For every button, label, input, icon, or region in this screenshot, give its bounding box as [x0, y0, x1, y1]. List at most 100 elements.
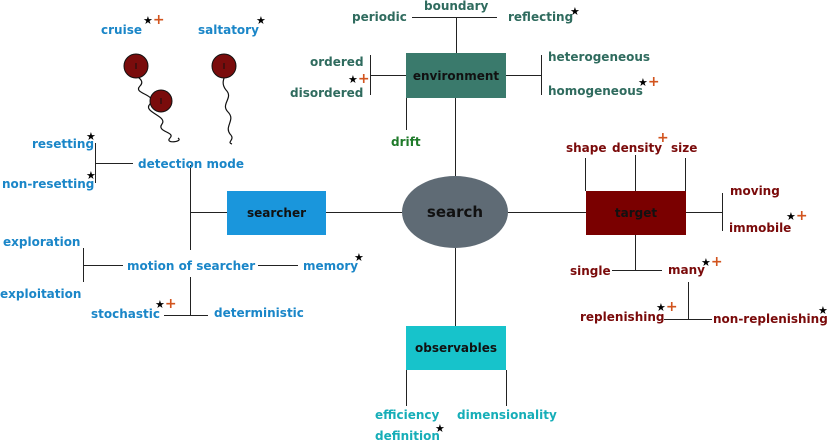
- searcher-trunk: [190, 190, 191, 250]
- connector-replenishing: [688, 282, 689, 320]
- immobile-markers: ★+: [786, 209, 808, 223]
- replenishing-label: replenishing: [580, 310, 665, 324]
- number-bar: [612, 270, 662, 271]
- environment-box: environment: [406, 53, 506, 98]
- density-markers: +: [657, 130, 669, 146]
- moving-label: moving: [730, 184, 780, 198]
- plus-icon: +: [164, 296, 177, 312]
- efficiency-label: efficiency: [375, 408, 440, 422]
- ordered-label: ordered: [310, 55, 364, 69]
- non-resetting-markers: ★: [86, 169, 96, 182]
- plus-icon: +: [710, 254, 723, 270]
- stochastic-label: stochastic: [91, 307, 160, 321]
- saltatory-trajectory: [222, 65, 233, 145]
- stochastic-markers: ★+: [155, 296, 177, 312]
- target-label: target: [614, 206, 658, 220]
- star-icon: ★: [786, 210, 796, 223]
- star-icon: ★: [155, 298, 165, 311]
- connector-mobility: [686, 212, 722, 213]
- observables-left-line: [406, 370, 407, 406]
- cruise-markers: ★+: [143, 12, 165, 28]
- dimensionality-label: dimensionality: [457, 408, 557, 422]
- periodic-label: periodic: [352, 10, 407, 24]
- star-icon: ★: [86, 169, 96, 182]
- homogeneity-bar: [541, 55, 542, 95]
- plus-icon: +: [357, 71, 370, 87]
- resetting-label: resetting: [32, 137, 95, 151]
- detection-mode-label: detection mode: [138, 157, 245, 171]
- star-icon: ★: [143, 14, 153, 27]
- connector-order: [370, 75, 406, 76]
- observables-right-line: [506, 370, 507, 406]
- replenishing-bar: [664, 319, 712, 320]
- reflecting-markers: ★: [570, 5, 580, 18]
- connector-searcher-box: [190, 212, 227, 213]
- stochastic-bar: [164, 315, 208, 316]
- saltatory-markers: ★: [256, 14, 266, 27]
- density-label: density: [612, 141, 663, 155]
- detection-bar: [95, 143, 96, 183]
- star-icon: ★: [818, 304, 828, 317]
- connector-drift: [406, 98, 407, 130]
- non-replenishing-label: non-replenishing: [713, 312, 828, 326]
- star-icon: ★: [701, 256, 711, 269]
- non-resetting-label: non-resetting: [2, 177, 95, 191]
- motion-of-searcher-label: motion of searcher: [127, 259, 256, 273]
- heterogeneous-label: heterogeneous: [548, 50, 651, 64]
- mobility-bar: [722, 193, 723, 231]
- observables-box: observables: [406, 326, 506, 370]
- connector-environment-boundary: [456, 17, 457, 53]
- target-density-line: [635, 155, 636, 191]
- detection-trunk: [190, 165, 191, 190]
- exploitation-label: exploitation: [0, 287, 82, 301]
- star-icon: ★: [435, 422, 445, 435]
- non-replenishing-markers: ★: [818, 304, 828, 317]
- target-box: target: [586, 191, 686, 235]
- saltatory-label: saltatory: [198, 23, 259, 37]
- reflecting-label: reflecting: [508, 10, 574, 24]
- connector-number: [635, 235, 636, 271]
- star-icon: ★: [354, 251, 364, 264]
- plus-icon: +: [152, 12, 165, 28]
- searcher-box: searcher: [227, 191, 326, 235]
- connector-center-environment: [455, 98, 456, 176]
- environment-label: environment: [412, 68, 500, 83]
- deterministic-label: deterministic: [214, 306, 304, 320]
- cruise-label: cruise: [101, 23, 142, 37]
- star-icon: ★: [348, 73, 358, 86]
- boundary-label: boundary: [424, 0, 489, 13]
- connector-center-searcher: [326, 212, 402, 213]
- connector-center-observables: [455, 248, 456, 326]
- search-node: search: [402, 176, 508, 248]
- star-icon: ★: [86, 130, 96, 143]
- many-label: many: [668, 263, 705, 277]
- search-label: search: [426, 203, 484, 221]
- many-markers: ★+: [701, 254, 723, 270]
- plus-icon: +: [647, 74, 660, 90]
- connector-center-target: [508, 212, 586, 213]
- star-icon: ★: [570, 5, 580, 18]
- boundary-bar: [412, 17, 497, 18]
- star-icon: ★: [638, 76, 648, 89]
- star-icon: ★: [656, 301, 666, 314]
- connector-stochastic: [190, 277, 191, 315]
- homogeneous-markers: ★+: [638, 74, 660, 90]
- disordered-label: disordered: [290, 86, 364, 100]
- single-label: single: [570, 264, 611, 278]
- target-size-line: [685, 158, 686, 191]
- disordered-markers: ★+: [348, 71, 370, 87]
- size-label: size: [671, 141, 698, 155]
- cruise-trajectory: [131, 65, 180, 143]
- star-icon: ★: [256, 14, 266, 27]
- connector-detection: [95, 163, 133, 164]
- memory-label: memory: [303, 259, 359, 273]
- connector-memory: [258, 265, 298, 266]
- immobile-label: immobile: [729, 221, 792, 235]
- resetting-markers: ★: [86, 130, 96, 143]
- observables-label: observables: [415, 341, 497, 355]
- searcher-label: searcher: [246, 206, 306, 220]
- plus-icon: +: [657, 130, 669, 146]
- drift-label: drift: [391, 135, 421, 149]
- connector-homogeneity: [506, 75, 541, 76]
